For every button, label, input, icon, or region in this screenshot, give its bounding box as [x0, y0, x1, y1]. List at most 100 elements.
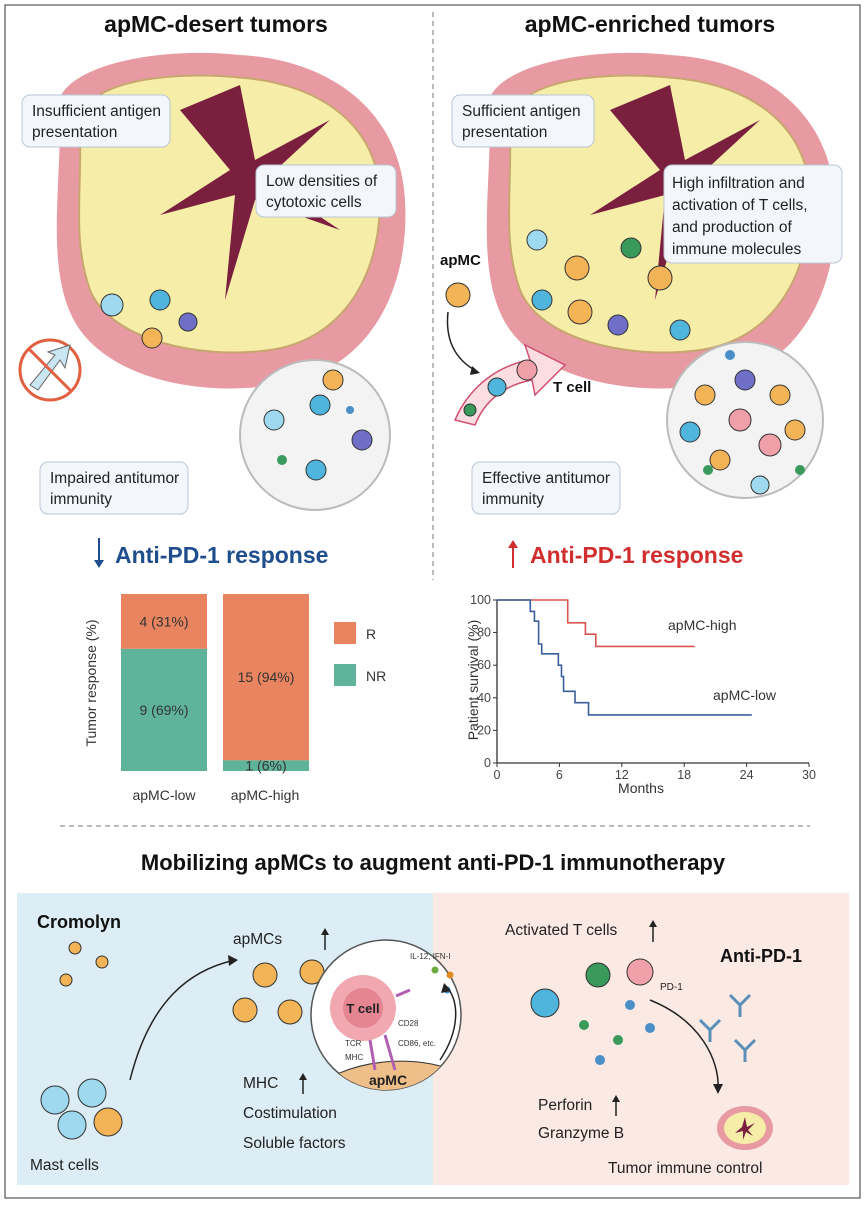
callout-text: immunity: [50, 491, 112, 508]
km-xtick-label: 24: [740, 768, 754, 782]
left-title: apMC-desert tumors: [104, 11, 328, 37]
bottom-title: Mobilizing apMCs to augment anti-PD-1 im…: [141, 850, 726, 875]
callout-text: presentation: [462, 124, 547, 141]
km-ytick-label: 20: [477, 723, 491, 737]
inset-tcell-label: T cell: [346, 1001, 379, 1016]
perforin-label: Perforin: [538, 1097, 592, 1114]
inset-apmc-label: apMC: [369, 1072, 407, 1088]
km-ytick-label: 80: [477, 626, 491, 640]
km-xtick-label: 0: [494, 768, 501, 782]
km-ytick-label: 40: [477, 691, 491, 705]
right-bottom-panel: [433, 893, 849, 1185]
curved-arrow-icon: [649, 999, 719, 1091]
km-series-label-high: apMC-high: [668, 617, 736, 633]
legend-label-nr: NR: [366, 668, 386, 684]
callout-text: and production of: [672, 219, 792, 236]
bar-nr-apMC-high: [223, 760, 309, 771]
inset-mhc-label: MHC: [345, 1053, 363, 1062]
pd1-label: PD-1: [660, 982, 683, 993]
km-ytick-label: 60: [477, 658, 491, 672]
granzyme-label: Granzyme B: [538, 1125, 624, 1142]
tcell-activation-arrow: [453, 343, 567, 426]
up-arrow-icon: [612, 1095, 620, 1116]
tumor-control-label: Tumor immune control: [608, 1160, 762, 1177]
right-response-label: Anti-PD-1 response: [530, 542, 743, 568]
small-tumor-icon: [717, 1106, 773, 1150]
right-title: apMC-enriched tumors: [525, 11, 775, 37]
inset-cd86-label: CD86, etc.: [398, 1039, 436, 1048]
km-ytick-label: 0: [484, 756, 491, 770]
inset-cytokine-label: IL-12, IFN-I: [410, 952, 450, 961]
legend-swatch-nr: [334, 664, 356, 686]
arrowhead: [713, 1084, 723, 1094]
callout-text: Impaired antitumor: [50, 470, 179, 487]
callout-text: Low densities of: [266, 173, 378, 190]
bar-r-apMC-high: [223, 594, 309, 761]
bar-data-label: 15 (94%): [238, 669, 295, 685]
km-xtick-label: 30: [802, 768, 816, 782]
legend-label-r: R: [366, 626, 376, 642]
callout-text: immunity: [482, 491, 544, 508]
antibody-icons: [698, 993, 757, 1062]
down-arrow-icon: [94, 538, 104, 568]
km-xtick-label: 6: [556, 768, 563, 782]
effect-soluble-factors: Soluble factors: [243, 1135, 346, 1152]
mast-cells: [40, 1078, 123, 1140]
callout-box: [451, 94, 595, 148]
left-response-label: Anti-PD-1 response: [115, 542, 328, 568]
callout-text: Effective antitumor: [482, 470, 610, 487]
km-ylabel: Patient survival (%): [465, 620, 481, 741]
up-arrow-icon: [321, 928, 329, 950]
effect-costimulation: Costimulation: [243, 1105, 337, 1122]
callout-text: presentation: [32, 124, 117, 141]
bar-data-label: 4 (31%): [139, 613, 188, 629]
survival-chart: Patient survival (%) Months apMC-high ap…: [465, 593, 816, 796]
km-ytick-label: 100: [470, 593, 491, 607]
bar-r-apMC-low: [121, 594, 207, 649]
tumor-response-bar-chart: Tumor response (%) apMC-low apMC-high R …: [83, 594, 386, 803]
arrowhead: [470, 366, 480, 375]
inset-cd28-label: CD28: [398, 1019, 419, 1028]
synapse-inset: T cell apMC IL-12, IFN-I CD28 TCR MHC CD…: [310, 939, 462, 1091]
callout-text: Insufficient antigen: [32, 103, 161, 120]
up-arrow-icon: [649, 920, 657, 942]
activated-cells: [530, 958, 655, 1065]
km-xlabel: Months: [618, 780, 664, 796]
callout-box: [663, 164, 843, 264]
effect-mhc: MHC: [243, 1075, 278, 1092]
cromolyn-molecules: [59, 941, 109, 987]
callout-box: [471, 461, 621, 515]
up-arrow-icon: [299, 1073, 307, 1094]
anti-pd1-label: Anti-PD-1: [720, 946, 802, 966]
zoom-inset-circle: [239, 359, 391, 511]
callout-text: immune molecules: [672, 241, 801, 258]
callout-box: [255, 164, 397, 218]
bar-nr-apMC-low: [121, 648, 207, 771]
activated-tcells-label: Activated T cells: [505, 922, 618, 939]
callout-text: Sufficient antigen: [462, 103, 581, 120]
km-line-apMC-high: [497, 599, 695, 648]
inset-tcr-label: TCR: [345, 1039, 362, 1048]
tcell-label: T cell: [553, 379, 591, 396]
curved-arrow-icon: [129, 959, 236, 1081]
apmc-label: apMC: [440, 252, 481, 269]
callout-box: [39, 461, 189, 515]
km-line-apMC-low: [497, 599, 752, 716]
legend-swatch-r: [334, 622, 356, 644]
bar-data-label: 9 (69%): [139, 702, 188, 718]
up-arrow-icon: [508, 540, 518, 568]
callout-box: [21, 94, 171, 148]
callout-text: High infiltration and: [672, 175, 805, 192]
arrowhead: [228, 955, 238, 966]
km-xtick-label: 18: [677, 768, 691, 782]
callout-text: cytotoxic cells: [266, 194, 362, 211]
callout-text: activation of T cells,: [672, 197, 808, 214]
mast-cells-label: Mast cells: [30, 1157, 99, 1174]
apmcs-label: apMCs: [233, 931, 282, 948]
bar-data-label: 1 (6%): [245, 758, 286, 774]
cromolyn-label: Cromolyn: [37, 912, 121, 932]
bar-ylabel: Tumor response (%): [83, 619, 99, 746]
bar-category-label: apMC-high: [231, 787, 299, 803]
km-xtick-label: 12: [615, 768, 629, 782]
